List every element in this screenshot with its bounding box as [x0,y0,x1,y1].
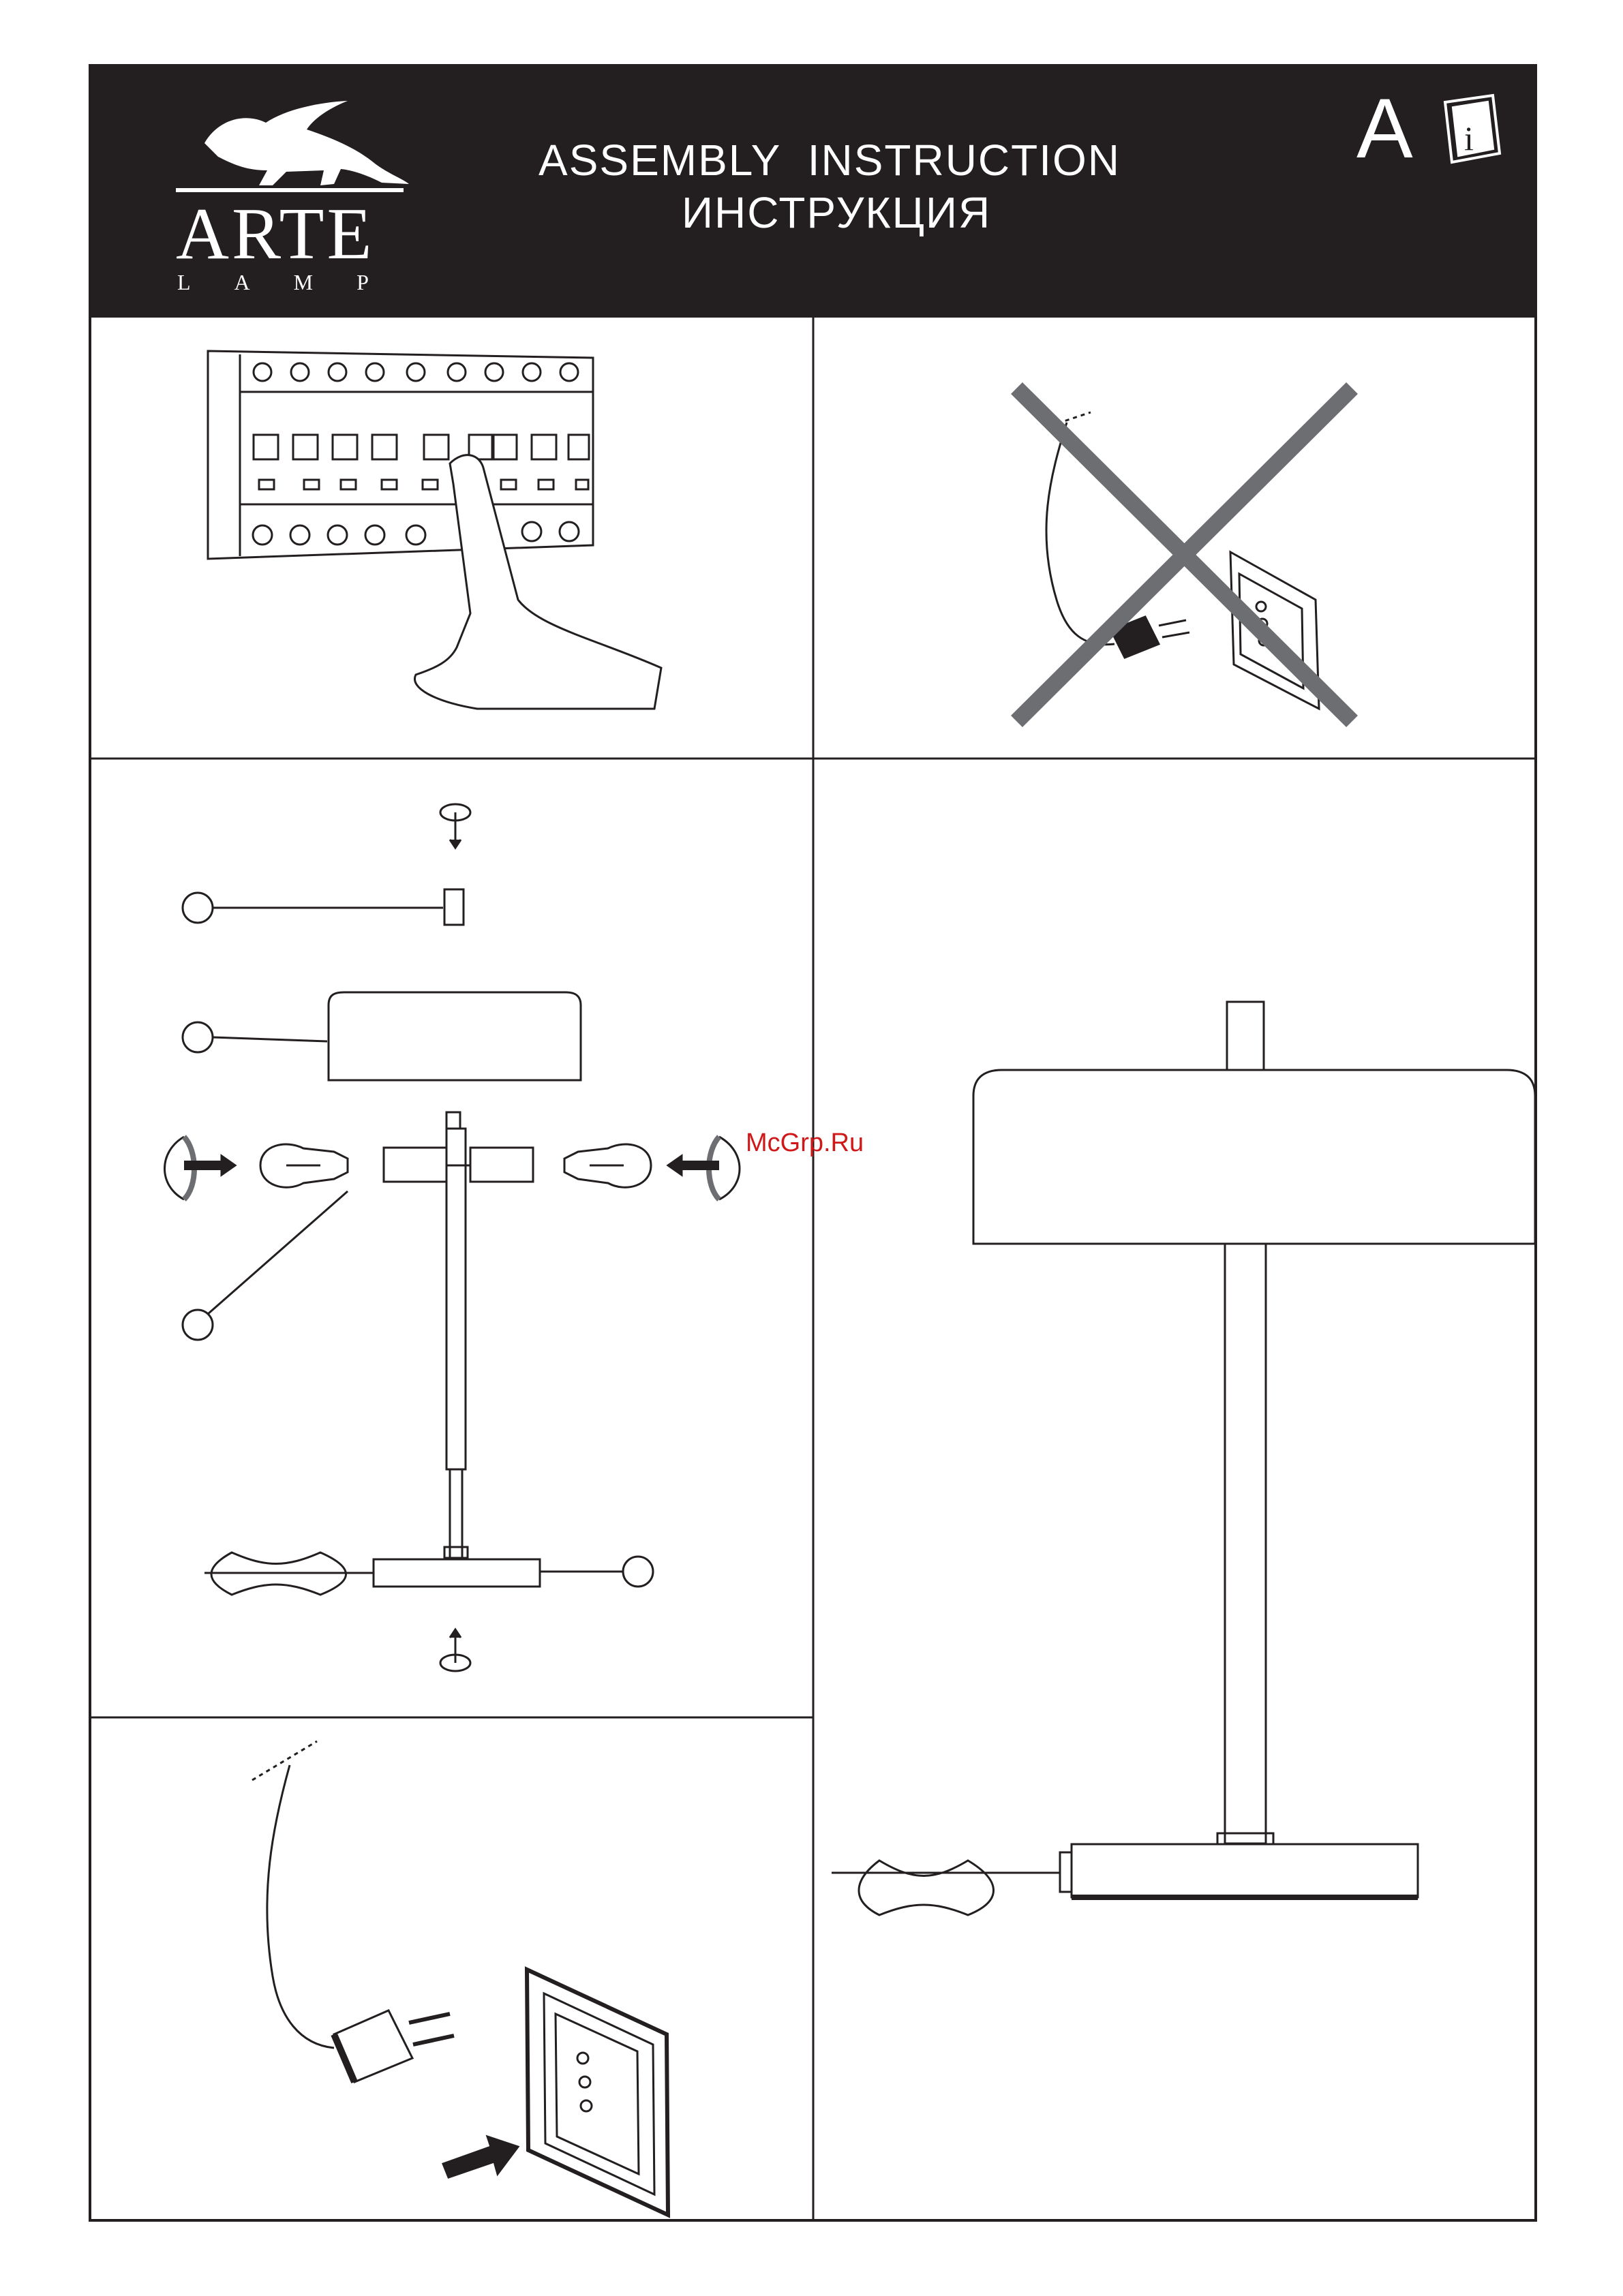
hand-icon [414,455,661,709]
rotate-arrow-icon [668,1137,740,1199]
lamp-base-icon [832,1844,1418,1915]
griffin-logo-icon [176,101,409,192]
socket-holder [384,1112,533,1558]
page-title-english: ASSEMBLY INSTRUCTION [539,135,1121,185]
rotate-arrow-icon [165,1137,236,1199]
plug-insert-panel [252,1741,668,2215]
brand-logo-subtext: LAMP [177,270,412,295]
rotate-arrow-icon [440,804,470,848]
page-title-russian: ИНСТРУКЦИЯ [682,187,991,238]
lamp-base-icon [204,1552,653,1595]
lamp-shade-icon [183,992,581,1080]
svg-text:i: i [1464,119,1474,157]
info-manual-icon: i [1445,95,1500,162]
rotate-arrow-icon [440,1629,470,1671]
wall-socket-icon [527,1970,668,2215]
part-callout-bulb [183,1310,213,1340]
assembled-lamp [832,1002,1535,1915]
lamp-shade-icon [973,1070,1535,1244]
grid-lines [89,318,1537,2222]
light-bulb-icon [260,1144,348,1187]
watermark: McGrp.Ru [746,1129,864,1158]
exploded-assembly [165,804,740,1671]
section-letter: A [1356,80,1413,177]
part-callout-rod [183,893,213,923]
push-arrow-icon [443,2137,518,2177]
circuit-breaker-icon [208,351,593,559]
prohibited-cross-icon [1022,394,1346,716]
plug-icon [334,2010,454,2082]
brand-logo-text: ARTE [176,192,374,277]
light-bulb-icon [564,1144,651,1187]
